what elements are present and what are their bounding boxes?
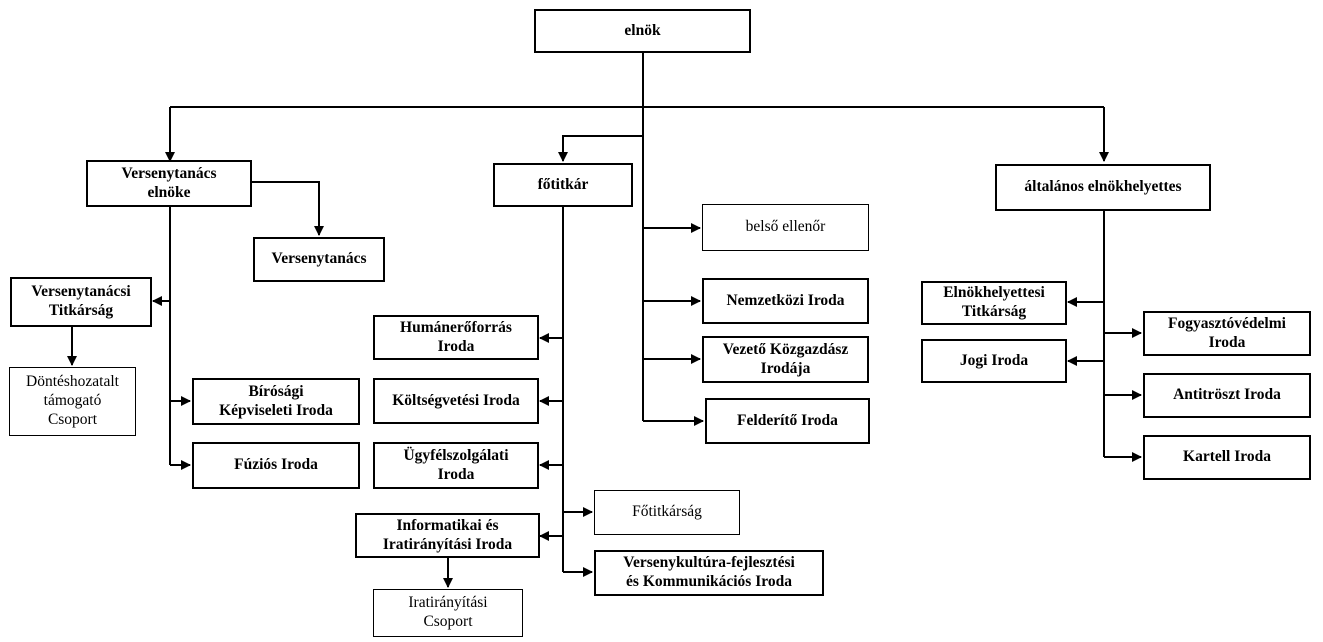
- node-iratiranyitasi-csoport: Iratirányítási Csoport: [373, 589, 523, 637]
- node-fotitkar: főtitkár: [493, 163, 633, 207]
- node-birosagi-kepviseleti-iroda: Bírósági Képviseleti Iroda: [192, 378, 360, 425]
- node-donteshozatalt-tamogato-csoport: Döntéshozatalt támogató Csoport: [9, 367, 136, 436]
- node-fogyasztovedelmi-iroda: Fogyasztóvédelmi Iroda: [1143, 311, 1311, 356]
- node-versenytanacs-elnoke: Versenytanács elnöke: [86, 160, 252, 207]
- node-koltsegvetesi-iroda: Költségvetési Iroda: [373, 378, 539, 424]
- node-versenykultura-fejlesztesi-es-kommunikacios-iroda: Versenykultúra-fejlesztési és Kommunikác…: [594, 550, 824, 596]
- node-ugyfelszolgalati-iroda: Ügyfélszolgálati Iroda: [373, 442, 539, 489]
- node-kartell-iroda: Kartell Iroda: [1143, 435, 1311, 480]
- node-humaneroforras-iroda: Humánerőforrás Iroda: [373, 315, 539, 360]
- node-elnokhelyettesi-titkarsag: Elnökhelyettesi Titkárság: [921, 281, 1067, 325]
- node-informatikai-es-iratiranyitasi-iroda: Informatikai és Iratirányítási Iroda: [355, 513, 540, 558]
- node-jogi-iroda: Jogi Iroda: [921, 339, 1067, 383]
- node-felderito-iroda: Felderítő Iroda: [705, 398, 870, 444]
- node-fuzios-iroda: Fúziós Iroda: [192, 442, 360, 489]
- node-versenytanacs: Versenytanács: [253, 237, 385, 282]
- node-belso-ellenor: belső ellenőr: [702, 204, 869, 251]
- node-altalanos-elnokhelyettes: általános elnökhelyettes: [995, 164, 1211, 211]
- node-antitroszt-iroda: Antitröszt Iroda: [1143, 373, 1311, 418]
- node-vezeto-kozgazdasz-irodaja: Vezető Közgazdász Irodája: [702, 336, 869, 383]
- node-fotitkarsag: Főtitkárság: [594, 490, 740, 535]
- node-elnok: elnök: [534, 9, 751, 53]
- node-nemzetkozi-iroda: Nemzetközi Iroda: [702, 278, 869, 324]
- node-versenytanacsi-titkarsag: Versenytanácsi Titkárság: [10, 277, 152, 327]
